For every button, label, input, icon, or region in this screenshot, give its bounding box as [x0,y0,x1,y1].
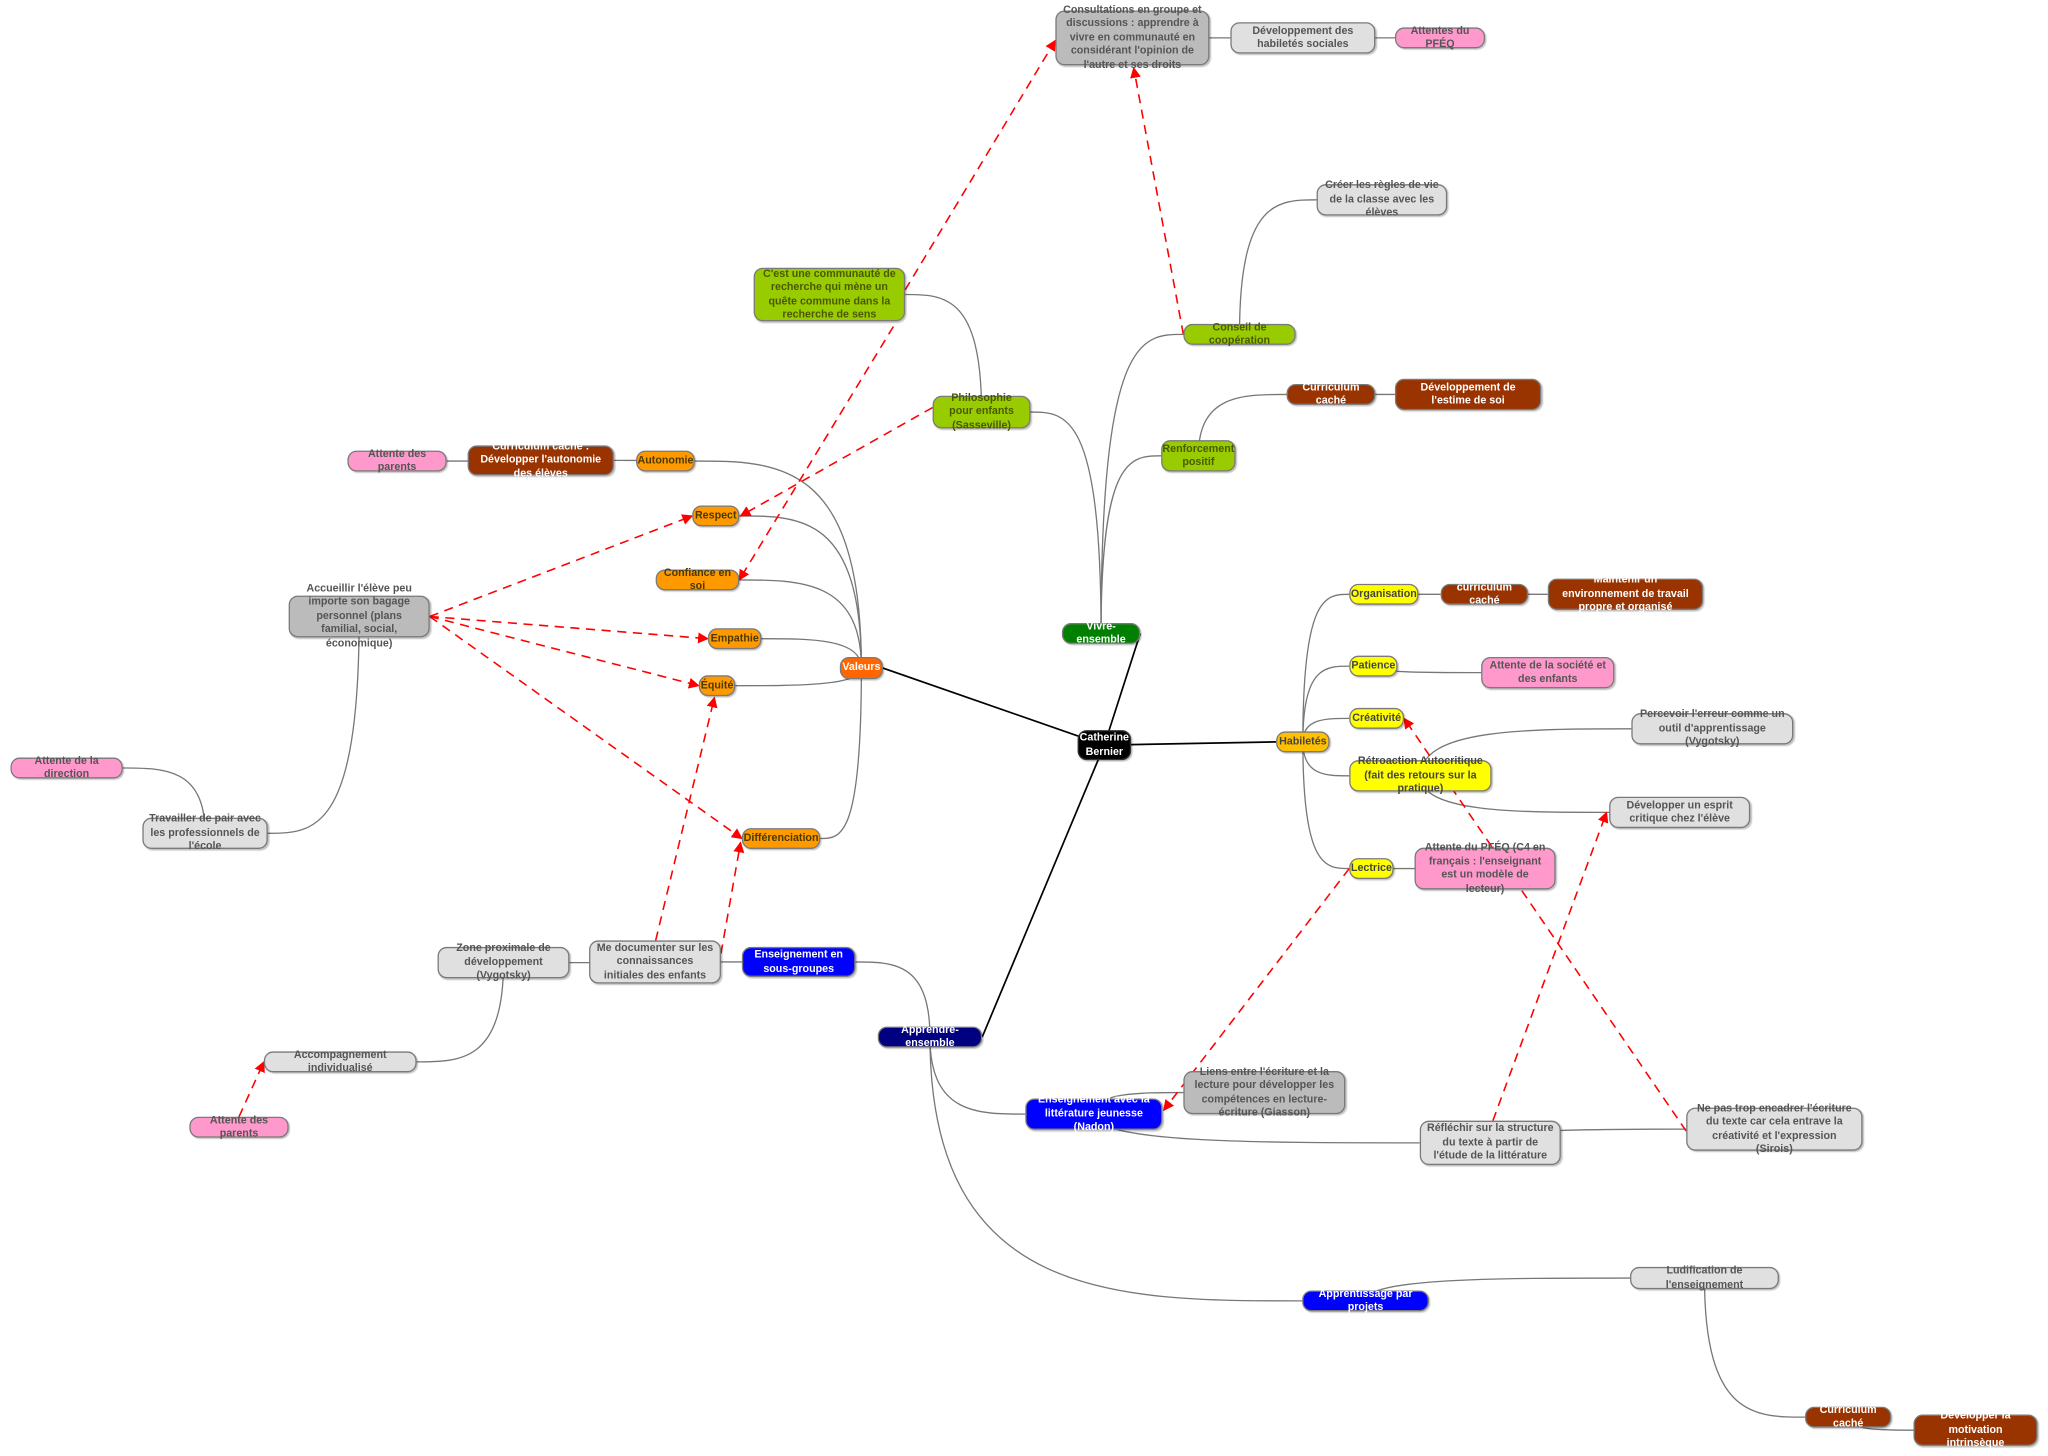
node-liens[interactable]: Liens entre l'écriture et la lecture pou… [1183,1065,1346,1118]
cross-link-arrow-8 [654,696,718,941]
node-apprendre[interactable]: Apprendre-ensemble [877,1023,983,1049]
node-accompagnement[interactable]: Accompagnement individualisé [263,1048,417,1074]
edge-accueillir-travailler [267,616,360,834]
edge-apprendre-projets [929,1037,1303,1302]
edge-valeurs-autonomie [694,460,863,669]
edge-root-vivre [1103,633,1142,746]
cross-link-arrow-6 [429,615,700,689]
edge-travailler-attente_direction [122,767,206,834]
cross-link-arrow-9 [720,841,745,954]
edge-zone_proximale-accompagnement [416,962,505,1063]
node-organisation[interactable]: Organisation [1349,583,1419,605]
edge-habiletes-organisation [1302,593,1350,742]
node-attente-parents-1[interactable]: Attente des parents [347,447,447,473]
node-accueillir[interactable]: Accueillir l'élève peu importe son bagag… [288,582,430,649]
node-retroaction[interactable]: Rétroaction Autocritique (fait des retou… [1349,755,1492,794]
node-hab-sociales[interactable]: Développement des habiletés sociales [1230,22,1376,54]
node-maintenir[interactable]: Maintenir un environnement de travail pr… [1547,574,1704,613]
edge-apprendre-litterature [929,1037,1026,1115]
edge-root-valeurs [882,667,1105,746]
edge-renforcement-curr_cache_1 [1197,393,1287,456]
cross-link-arrow-1 [738,326,895,581]
edge-ludification-curr_cache_3 [1703,1278,1806,1418]
node-creer-regles[interactable]: Créer les règles de vie de la classe ave… [1316,179,1448,218]
cross-link-arrow-5 [429,615,710,644]
node-vivre[interactable]: Vivre-ensemble [1061,620,1141,645]
node-root[interactable]: Catherine Bernier [1077,730,1132,761]
edge-habiletes-patience [1302,665,1350,742]
node-zone-proximale[interactable]: Zone proximale de développement (Vygotsk… [437,942,570,981]
node-attente-direction[interactable]: Attente de la direction [10,754,123,780]
edge-conseil-creer_regles [1238,199,1317,335]
node-lectrice[interactable]: Lectrice [1349,858,1394,880]
edge-philo-communaute [905,293,983,413]
cross-link-arrow-4 [429,514,694,618]
cross-link-arrow-2 [1130,66,1185,335]
cross-link-arrow-11 [1163,868,1350,1112]
edge-vivre-philo [1030,411,1102,634]
node-projets[interactable]: Apprentissage par projets [1302,1287,1429,1313]
node-encadrer[interactable]: Ne pas trop encadrer l'écriture du texte… [1686,1102,1863,1155]
node-travailler[interactable]: Travailler de pair avec les professionne… [142,813,268,852]
node-creativite[interactable]: Créativité [1349,707,1405,729]
edge-valeurs-respect [739,515,863,669]
cross-link-arrow-10 [238,1060,265,1118]
node-respect[interactable]: Respect [692,505,740,527]
node-equite[interactable]: Équité [698,675,736,697]
edge-vivre-conseil [1100,333,1184,634]
edge-retroaction-percevoir [1419,728,1632,776]
node-philo[interactable]: Philosophie pour enfants (Sasseville) [932,392,1031,431]
node-patience[interactable]: Patience [1349,655,1398,677]
node-autonomie[interactable]: Autonomie [636,450,695,472]
node-estime[interactable]: Développement de l'estime de soi [1394,378,1542,411]
node-consultations[interactable]: Consultations en groupe et discussions :… [1055,4,1210,70]
node-curr-cache-2[interactable]: curriculum caché [1440,581,1529,606]
edge-root-apprendre [981,744,1106,1038]
node-curr-autonomie[interactable]: Curriculum caché : Développer l'autonomi… [467,440,614,479]
node-empathie[interactable]: Empathie [707,628,762,650]
node-curr-cache-3[interactable]: Curriculum caché [1805,1403,1892,1429]
node-valeurs[interactable]: Valeurs [839,656,883,680]
cross-link-arrow-7 [429,615,743,840]
node-esprit-critique[interactable]: Développer un esprit critique chez l'élè… [1609,796,1751,829]
node-curr-cache-1[interactable]: Curriculum caché [1286,381,1376,406]
node-reflechir[interactable]: Réfléchir sur la structure du texte à pa… [1419,1120,1561,1166]
node-ludification[interactable]: Ludification de l'enseignement [1630,1264,1779,1290]
node-habiletes[interactable]: Habiletés [1276,731,1330,753]
node-differenciation[interactable]: Différenciation [741,828,821,849]
node-attente-pfeq-c4[interactable]: Attente du PFÉQ (C4 en français : l'ense… [1414,841,1556,894]
node-motivation[interactable]: Développer la motivation intrinsèque [1913,1410,2038,1449]
node-attentes-pfeq[interactable]: Attentes du PFÉQ [1394,24,1486,50]
edge-habiletes-lectrice [1302,741,1350,870]
node-litterature[interactable]: Enseignement avec la littérature jeuness… [1025,1094,1163,1133]
cross-link-arrow-13 [1492,811,1609,1121]
node-documenter[interactable]: Me documenter sur les connaissances init… [589,940,721,984]
edge-valeurs-differenciation [820,668,863,840]
edge-valeurs-confiance [739,579,863,669]
edge-root-habiletes [1104,741,1277,746]
node-attente-societe[interactable]: Attente de la société et des enfants [1481,656,1615,689]
node-renforcement[interactable]: Renforcement positif [1161,440,1236,472]
node-percevoir[interactable]: Percevoir l'erreur comme un outil d'appr… [1631,708,1794,747]
node-attente-parents-2[interactable]: Attente des parents [189,1113,289,1139]
node-confiance[interactable]: Confiance en soi [655,566,740,592]
edge-vivre-renforcement [1100,455,1162,634]
edge-apprendre-sous_groupes [855,961,931,1038]
cross-link-arrow-0 [904,39,1057,291]
node-communaute[interactable]: C'est une communauté de recherche qui mè… [753,267,906,322]
node-sous-groupes[interactable]: Enseignement en sous-groupes [741,946,856,977]
cross-link-arrow-3 [739,406,933,517]
node-conseil[interactable]: Conseil de coopération [1183,321,1296,346]
